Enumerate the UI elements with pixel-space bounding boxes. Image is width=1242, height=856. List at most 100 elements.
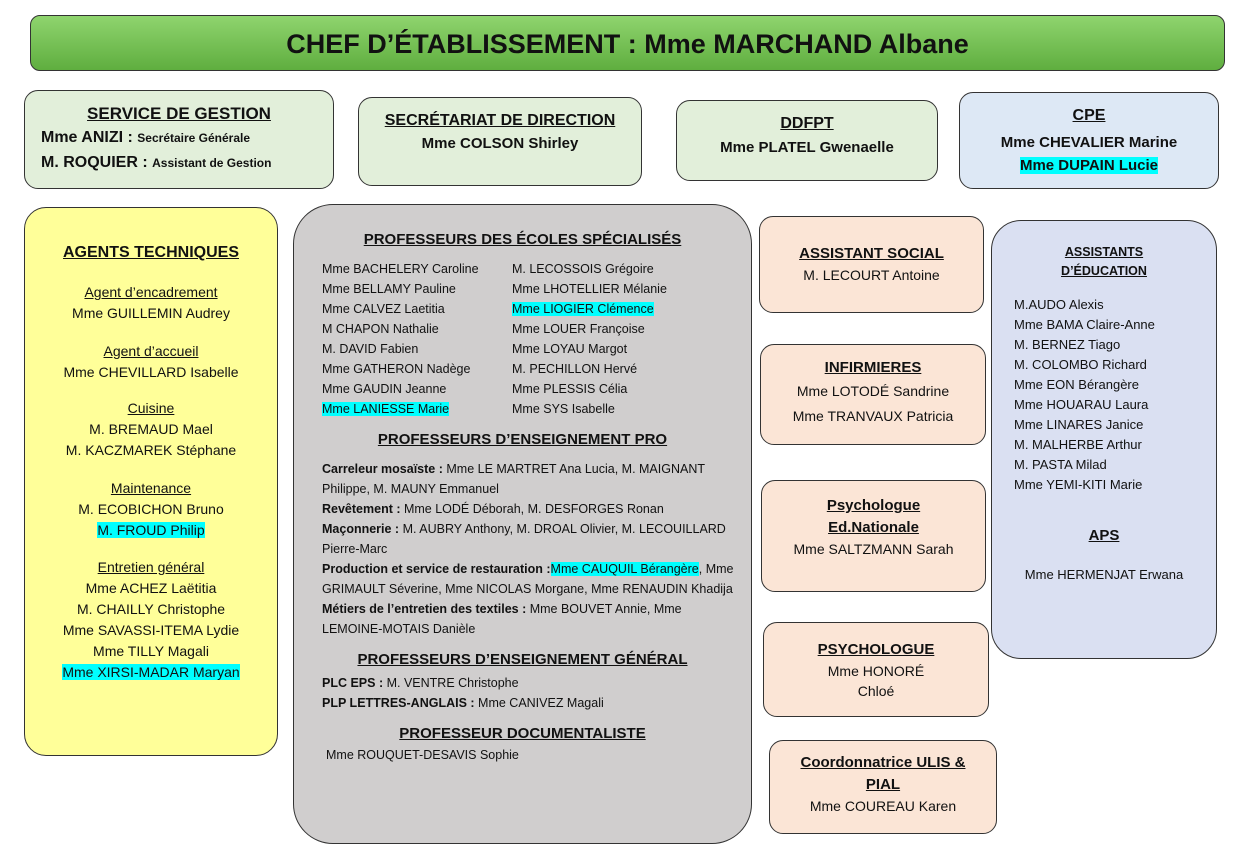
- title: DDFPT: [780, 115, 834, 132]
- name: Mme GUILLEMIN Audrey: [72, 305, 230, 321]
- aed-name: M. COLOMBO Richard: [1014, 357, 1147, 372]
- name: Mme TILLY Magali: [93, 643, 209, 659]
- infirmieres-box: INFIRMIERES Mme LOTODÉ Sandrine Mme TRAN…: [760, 344, 986, 445]
- title: D’ÉDUCATION: [1061, 264, 1147, 278]
- pe-title: PROFESSEURS DES ÉCOLES SPÉCIALISÉS: [363, 231, 682, 248]
- pe-name: Mme LANIESSE Marie: [322, 402, 450, 416]
- section-entretien: Entretien général: [97, 559, 205, 575]
- aed-name: M. MALHERBE Arthur: [1014, 437, 1142, 452]
- pe-name: M. DAVID Fabien: [322, 342, 419, 356]
- role: Secrétaire Générale: [137, 131, 251, 145]
- professeurs-box: PROFESSEURS DES ÉCOLES SPÉCIALISÉS Mme B…: [293, 204, 752, 844]
- name: Mme COUREAU Karen: [809, 798, 957, 814]
- title: PSYCHOLOGUE: [817, 641, 935, 658]
- name: M. LECOURT Antoine: [803, 267, 940, 283]
- gen-list: PLC EPS : M. VENTRE Christophe PLP LETTR…: [294, 673, 751, 713]
- name: Mme COLSON Shirley: [421, 135, 579, 152]
- ulis-box: Coordonnatrice ULIS & PIAL Mme COUREAU K…: [769, 740, 997, 834]
- name: M. KACZMAREK Stéphane: [65, 442, 237, 458]
- name-highlighted: Mme DUPAIN Lucie: [1019, 157, 1159, 174]
- pro-item: Métiers de l’entretien des textiles : Mm…: [322, 602, 682, 636]
- pro-list: Carreleur mosaïste : Mme LE MARTRET Ana …: [294, 459, 751, 639]
- pe-name: Mme LOYAU Margot: [512, 342, 628, 356]
- aps-title: APS: [1088, 527, 1120, 544]
- title: PIAL: [865, 776, 901, 793]
- aed-name: Mme YEMI-KITI Marie: [1014, 477, 1143, 492]
- section-maintenance: Maintenance: [110, 480, 192, 496]
- name: Chloé: [857, 683, 895, 699]
- service-gestion-box: SERVICE DE GESTION Mme ANIZI : Secrétair…: [24, 90, 334, 189]
- name: Mme ACHEZ Laëtitia: [85, 580, 217, 596]
- pe-name: M. LECOSSOIS Grégoire: [512, 262, 654, 276]
- cpe-box: CPE Mme CHEVALIER Marine Mme DUPAIN Luci…: [959, 92, 1219, 189]
- name: Mme HONORÉ: [827, 663, 925, 679]
- gen-item: PLP LETTRES-ANGLAIS : Mme CANIVEZ Magali: [322, 696, 604, 710]
- secretariat-box: SECRÉTARIAT DE DIRECTION Mme COLSON Shir…: [358, 97, 642, 186]
- pe-name: M CHAPON Nathalie: [322, 322, 439, 336]
- title: SECRÉTARIAT DE DIRECTION: [384, 112, 616, 129]
- title: Ed.Nationale: [828, 519, 919, 536]
- section-accueil: Agent d’accueil: [103, 343, 199, 359]
- doc-title: PROFESSEUR DOCUMENTALISTE: [399, 725, 646, 742]
- title: SERVICE DE GESTION: [87, 104, 271, 123]
- aed-name: Mme EON Bérangère: [1014, 377, 1139, 392]
- pro-title: PROFESSEURS D’ENSEIGNEMENT PRO: [377, 431, 668, 448]
- name: Mme CHEVILLARD Isabelle: [63, 364, 239, 380]
- chef-etablissement-header: CHEF D’ÉTABLISSEMENT : Mme MARCHAND Alba…: [30, 15, 1225, 71]
- pe-name: Mme LIOGIER Clémence: [512, 302, 654, 316]
- name: Mme CHEVALIER Marine: [1000, 134, 1178, 151]
- aps-name: Mme HERMENJAT Erwana: [1024, 567, 1184, 582]
- name-highlighted: Mme XIRSI-MADAR Maryan: [62, 664, 240, 680]
- pe-name: M. PECHILLON Hervé: [512, 362, 638, 376]
- assistant-social-box: ASSISTANT SOCIAL M. LECOURT Antoine: [759, 216, 984, 313]
- name: M. CHAILLY Christophe: [76, 601, 226, 617]
- name-highlighted: M. FROUD Philip: [97, 522, 205, 538]
- title: Psychologue: [826, 497, 921, 514]
- name: M. ROQUIER :: [41, 154, 153, 171]
- section-encadrement: Agent d’encadrement: [84, 284, 218, 300]
- agents-techniques-box: AGENTS TECHNIQUES Agent d’encadrement Mm…: [24, 207, 278, 756]
- pe-name: Mme GAUDIN Jeanne: [322, 382, 447, 396]
- pro-item: Revêtement : Mme LODÉ Déborah, M. DESFOR…: [322, 502, 664, 516]
- pro-item: Production et service de restauration :M…: [322, 562, 734, 596]
- pe-name: Mme BACHELERY Caroline: [322, 262, 479, 276]
- aed-name: M. BERNEZ Tiago: [1014, 337, 1121, 352]
- role: Assistant de Gestion: [152, 156, 272, 170]
- gen-title: PROFESSEURS D’ENSEIGNEMENT GÉNÉRAL: [357, 651, 688, 668]
- pro-item: Maçonnerie : M. AUBRY Anthony, M. DROAL …: [322, 522, 726, 556]
- name: Mme SALTZMANN Sarah: [793, 541, 954, 557]
- aed-name: Mme HOUARAU Laura: [1014, 397, 1149, 412]
- pe-name: Mme GATHERON Nadège: [322, 362, 471, 376]
- name: M. ECOBICHON Bruno: [78, 501, 224, 517]
- doc-name: Mme ROUQUET-DESAVIS Sophie: [326, 748, 519, 762]
- name: Mme SAVASSI-ITEMA Lydie: [62, 622, 240, 638]
- pe-name: Mme LOUER Françoise: [512, 322, 645, 336]
- name: Mme ANIZI :: [41, 129, 138, 146]
- aed-name: Mme BAMA Claire-Anne: [1014, 317, 1155, 332]
- pe-name: Mme SYS Isabelle: [512, 402, 615, 416]
- psychologue-ednat-box: Psychologue Ed.Nationale Mme SALTZMANN S…: [761, 480, 986, 592]
- pe-name: Mme CALVEZ Laetitia: [322, 302, 445, 316]
- aed-name: M.AUDO Alexis: [1014, 297, 1104, 312]
- title: CPE: [1072, 107, 1106, 124]
- gen-item: PLC EPS : M. VENTRE Christophe: [322, 676, 519, 690]
- name: Mme LOTODÉ Sandrine: [796, 383, 950, 399]
- ddfpt-box: DDFPT Mme PLATEL Gwenaelle: [676, 100, 938, 181]
- pe-name: Mme BELLAMY Pauline: [322, 282, 456, 296]
- title: ASSISTANTS: [1064, 245, 1144, 259]
- title: Coordonnatrice ULIS &: [800, 754, 966, 771]
- aed-name: M. PASTA Milad: [1014, 457, 1107, 472]
- pro-item: Carreleur mosaïste : Mme LE MARTRET Ana …: [322, 462, 705, 496]
- title: INFIRMIERES: [824, 359, 922, 376]
- psychologue-box: PSYCHOLOGUE Mme HONORÉ Chloé: [763, 622, 989, 717]
- pe-name: Mme PLESSIS Célia: [512, 382, 628, 396]
- name: Mme PLATEL Gwenaelle: [720, 139, 894, 156]
- pe-name: Mme LHOTELLIER Mélanie: [512, 282, 667, 296]
- title: AGENTS TECHNIQUES: [62, 244, 239, 261]
- name: M. BREMAUD Mael: [89, 421, 213, 437]
- section-cuisine: Cuisine: [127, 400, 175, 416]
- name: Mme TRANVAUX Patricia: [792, 408, 954, 424]
- aed-name: Mme LINARES Janice: [1014, 417, 1144, 432]
